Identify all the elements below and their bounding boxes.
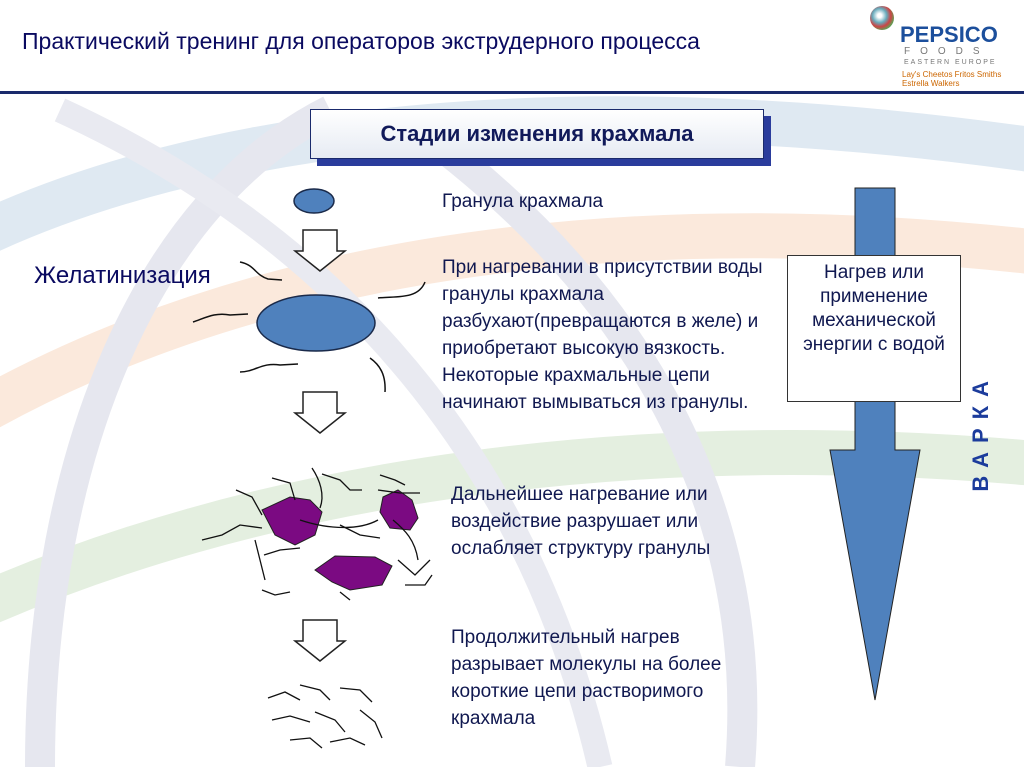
logo-brands: Lay's Cheetos Fritos Smiths Estrella Wal… [902,70,1002,88]
step-text-3: Дальнейшее нагревание или воздействие ра… [451,484,711,559]
down-arrow-2 [292,391,348,434]
small-granule [293,188,335,214]
logo-brand: PEPSICO [900,22,998,47]
leaching-chains [192,261,426,393]
diagram-title: Стадии изменения крахмала [310,109,764,159]
down-arrow-1 [292,229,348,272]
stage-label-gelatinization: Желатинизация [34,262,211,289]
swollen-granule [256,294,376,352]
logo-region: EASTERN EUROPE [904,59,997,66]
released-chains [201,467,433,601]
step-text-4: Продолжительный нагрев разрывает молекул… [451,627,722,729]
pepsico-logo: PEPSICO FOODS EASTERN EUROPE Lay's Cheet… [866,4,1016,88]
globe-icon [870,6,894,30]
step-text-2: При нагревании в присутствии воды гранул… [442,257,763,413]
down-arrow-3 [292,619,348,662]
short-chains [267,684,383,749]
slide-title: Практический тренинг для операторов экст… [22,28,700,54]
cooking-label: ВАРКА [968,372,993,492]
logo-foods: FOODS [904,46,990,57]
title-divider [0,91,1024,94]
fragmented-granules [261,489,419,591]
process-arrow [829,187,921,701]
heat-energy-box: Нагрев или применение механической энерг… [787,255,961,402]
step-text-1: Гранула крахмала [442,191,604,212]
